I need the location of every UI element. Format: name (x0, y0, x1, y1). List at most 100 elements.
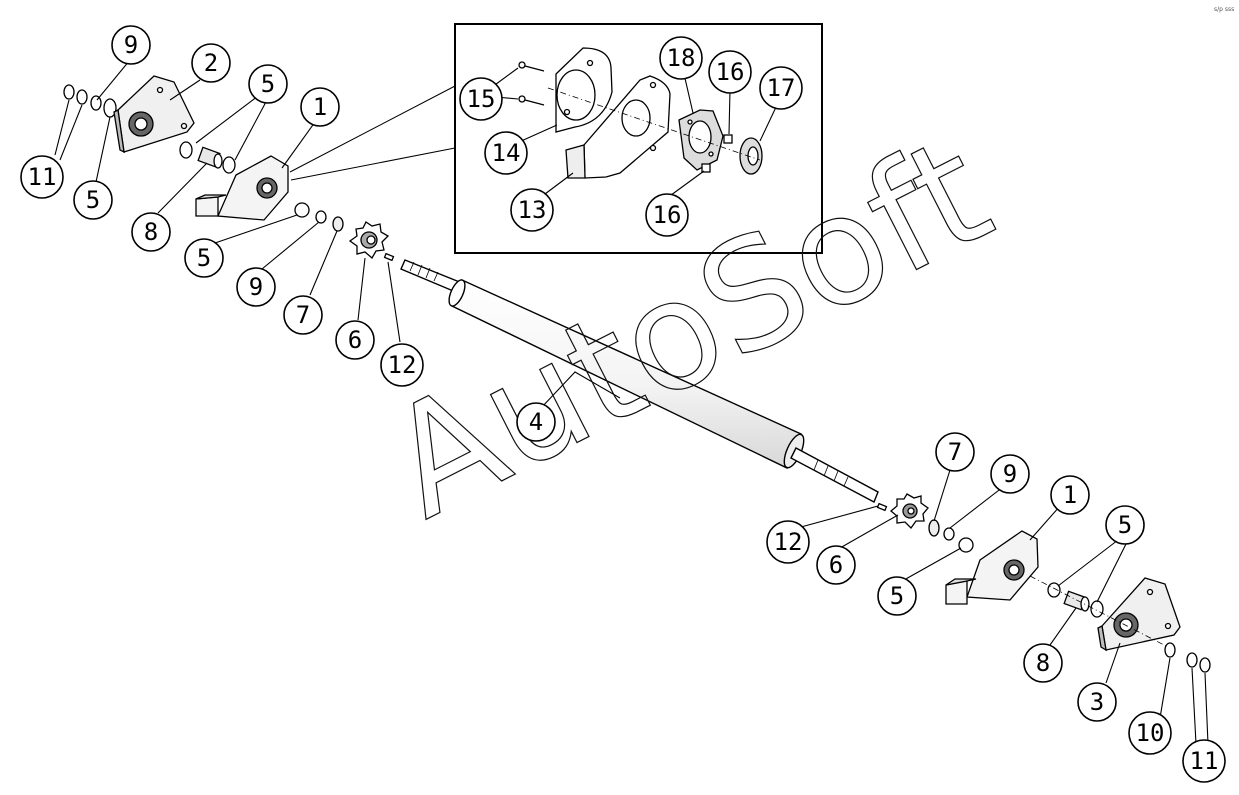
left-washer-5b (222, 156, 236, 174)
detail-center-line (547, 87, 761, 161)
svg-text:11: 11 (28, 163, 57, 191)
svg-text:9: 9 (124, 31, 138, 59)
callout: 9 (236, 267, 276, 307)
svg-text:17: 17 (767, 74, 796, 102)
detail-leader-bottom (290, 147, 456, 181)
callout: 15 (459, 77, 503, 121)
callout: 1 (1050, 475, 1090, 515)
right-spacer-8 (1063, 590, 1090, 612)
callout: 7 (283, 295, 323, 335)
callout: 5 (877, 576, 917, 616)
svg-text:16: 16 (716, 58, 745, 86)
detail-bolt-bottom (518, 95, 545, 106)
right-washer-5c (1090, 600, 1104, 618)
svg-text:14: 14 (492, 139, 521, 167)
callout: 8 (131, 212, 171, 252)
callout: 1 (300, 87, 340, 127)
detail-nut-bottom (701, 163, 711, 173)
svg-text:5: 5 (86, 186, 100, 214)
left-washer-5c (294, 202, 310, 218)
callout: 9 (111, 25, 151, 65)
left-key-12 (383, 252, 395, 262)
left-bearing-housing (113, 75, 195, 154)
detail-plate-14 (555, 47, 613, 133)
callout: 3 (1077, 682, 1117, 722)
detail-nut-top (723, 134, 733, 144)
svg-text:3: 3 (1090, 688, 1104, 716)
left-ring-11b (76, 89, 88, 105)
callout: 4 (516, 402, 556, 442)
callout: 10 (1128, 711, 1172, 755)
callout: 13 (510, 188, 554, 232)
detail-leader-top (289, 85, 456, 173)
callout: 12 (766, 520, 810, 564)
svg-text:7: 7 (948, 438, 962, 466)
left-sprocket-6 (348, 221, 390, 260)
left-bracket (195, 155, 289, 221)
right-ring-11b (1199, 657, 1211, 673)
right-bracket (945, 530, 1039, 605)
callout: 6 (335, 320, 375, 360)
svg-text:11: 11 (1190, 747, 1219, 775)
callout: 5 (73, 180, 113, 220)
callout: 12 (380, 343, 424, 387)
callout: 5 (248, 64, 288, 104)
right-key-12 (876, 502, 888, 512)
roller-assembly (400, 259, 879, 503)
callout: 5 (184, 238, 224, 278)
svg-text:1: 1 (313, 93, 327, 121)
svg-text:5: 5 (1118, 511, 1132, 539)
svg-text:6: 6 (829, 551, 843, 579)
svg-text:9: 9 (1003, 460, 1017, 488)
callout: 17 (759, 66, 803, 110)
callout: 5 (1105, 505, 1145, 545)
svg-text:5: 5 (890, 582, 904, 610)
left-ring-9 (90, 95, 102, 111)
right-ring-11a (1186, 652, 1198, 668)
svg-text:9: 9 (249, 273, 263, 301)
svg-text:13: 13 (518, 196, 547, 224)
callout: 16 (645, 193, 689, 237)
svg-text:8: 8 (144, 218, 158, 246)
left-ring-11a (63, 84, 75, 100)
callout: 11 (20, 155, 64, 199)
right-washer-9 (943, 527, 955, 541)
callout: 16 (708, 50, 752, 94)
svg-text:5: 5 (261, 70, 275, 98)
leader-lines (54, 59, 1209, 745)
left-bush-7 (332, 216, 344, 232)
corner-mark: s/p sss (1214, 6, 1234, 13)
svg-text:15: 15 (467, 85, 496, 113)
callout: 8 (1023, 643, 1063, 683)
detail-bearing-17 (739, 137, 763, 175)
svg-text:10: 10 (1136, 719, 1165, 747)
right-shaft (790, 447, 879, 503)
svg-text:5: 5 (197, 244, 211, 272)
svg-text:6: 6 (348, 326, 362, 354)
svg-text:8: 8 (1036, 649, 1050, 677)
svg-text:12: 12 (388, 351, 417, 379)
svg-text:2: 2 (204, 49, 218, 77)
right-bush-7 (928, 519, 940, 537)
svg-text:1: 1 (1063, 481, 1077, 509)
right-ring-10 (1164, 642, 1176, 658)
callout: 6 (816, 545, 856, 585)
left-washer-5a (179, 141, 193, 159)
left-washer-9 (315, 210, 327, 224)
svg-text:16: 16 (653, 201, 682, 229)
svg-text:12: 12 (774, 528, 803, 556)
right-bearing-housing (1097, 577, 1181, 652)
svg-text:7: 7 (296, 301, 310, 329)
right-washer-5a (958, 537, 974, 553)
callout: 11 (1182, 739, 1226, 783)
callout: 7 (935, 432, 975, 472)
callout-labels: 9 2 5 1 11 5 8 5 9 7 6 12 4 15 14 13 18 … (20, 25, 1226, 783)
callout: 9 (990, 454, 1030, 494)
right-sprocket-6 (889, 493, 929, 530)
callout: 14 (484, 131, 528, 175)
svg-text:4: 4 (529, 408, 543, 436)
svg-text:18: 18 (667, 44, 696, 72)
right-washer-5b (1047, 582, 1061, 598)
left-spacer-8 (197, 146, 223, 169)
